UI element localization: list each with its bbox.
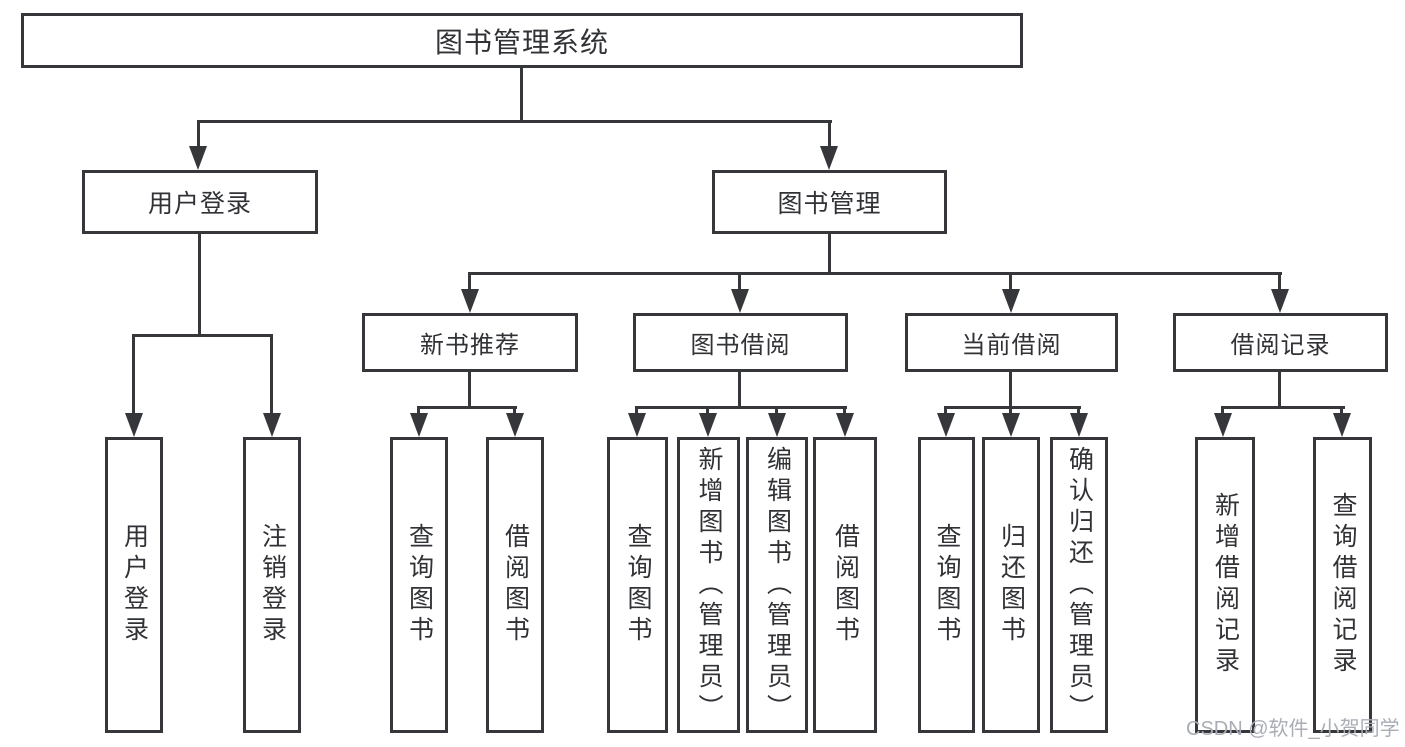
- connector-stem-book-management: [828, 120, 831, 150]
- leaf-user-login: 用户登录: [105, 437, 163, 733]
- leaf-logout: 注销登录: [243, 437, 301, 733]
- connector-leaf-stem: [1340, 406, 1343, 416]
- connector-current-borrow-stem: [1009, 372, 1012, 409]
- connector-leaf-stem: [775, 406, 778, 416]
- arrowhead-down-icon: [1070, 413, 1088, 437]
- node-label: 新增借阅记录: [1211, 492, 1240, 678]
- node-book-management: 图书管理: [712, 170, 947, 234]
- connector-stem-leaf-user-login: [132, 334, 135, 415]
- arrowhead-down-icon: [461, 289, 479, 313]
- connector-stem-borrow-records: [1278, 272, 1281, 291]
- node-label: 新增图书（管理员）: [695, 445, 723, 725]
- arrowhead-down-icon: [1002, 413, 1020, 437]
- connector-stem-current-borrow: [1009, 272, 1012, 291]
- connector-borrow-records-stem: [1278, 372, 1281, 409]
- connector-level2-bus: [197, 120, 832, 123]
- arrowhead-down-icon: [506, 413, 524, 437]
- node-new-book-recommend: 新书推荐: [362, 313, 578, 372]
- arrowhead-down-icon: [125, 413, 143, 437]
- connector-new-book-bus: [417, 406, 517, 409]
- leaf-query-books-borrow: 查询图书: [607, 437, 668, 733]
- connector-leaf-stem: [944, 406, 947, 416]
- leaf-borrow-books-recommend: 借阅图书: [486, 437, 544, 733]
- leaf-borrow-books-borrow: 借阅图书: [813, 437, 877, 733]
- node-label: 归还图书: [997, 523, 1026, 647]
- node-current-borrowing: 当前借阅: [905, 313, 1118, 372]
- leaf-query-books-recommend: 查询图书: [390, 437, 448, 733]
- connector-root-stem: [520, 68, 523, 122]
- connector-stem-leaf-logout: [270, 334, 273, 415]
- leaf-query-books-current: 查询图书: [918, 437, 975, 733]
- leaf-edit-book-admin: 编辑图书（管理员）: [746, 437, 808, 733]
- connector-current-borrow-bus: [944, 406, 1081, 409]
- node-label: 确认归还（管理员）: [1065, 445, 1094, 725]
- connector-book-borrow-bus: [635, 406, 847, 409]
- node-label: 图书管理系统: [434, 26, 609, 58]
- connector-leaf-stem: [417, 406, 420, 416]
- connector-leaf-stem: [513, 406, 516, 416]
- node-label: 借阅记录: [1230, 332, 1331, 359]
- arrowhead-down-icon: [189, 146, 207, 170]
- arrowhead-down-icon: [1002, 289, 1020, 313]
- node-label: 用户登录: [147, 190, 252, 218]
- leaf-add-book-admin: 新增图书（管理员）: [677, 437, 740, 733]
- node-label: 当前借阅: [961, 332, 1062, 359]
- node-label: 借阅图书: [501, 523, 530, 647]
- connector-leaf-stem: [706, 406, 709, 416]
- leaf-confirm-return-admin: 确认归还（管理员）: [1050, 437, 1108, 733]
- csdn-watermark: CSDN @软件_小贺同学: [1186, 718, 1400, 740]
- connector-level3-bus: [468, 272, 1282, 275]
- arrowhead-down-icon: [263, 413, 281, 437]
- node-label: 图书借阅: [690, 332, 791, 359]
- connector-stem-user-login: [197, 120, 200, 150]
- connector-leaf-stem: [843, 406, 846, 416]
- node-user-login-branch: 用户登录: [82, 170, 318, 234]
- connector-leaf-stem: [1009, 406, 1012, 416]
- leaf-return-books: 归还图书: [982, 437, 1040, 733]
- node-label: 查询图书: [624, 523, 652, 647]
- arrowhead-down-icon: [836, 413, 854, 437]
- leaf-query-borrow-record: 查询借阅记录: [1313, 437, 1372, 733]
- connector-book-mgmt-stem: [828, 234, 831, 275]
- node-label: 注销登录: [258, 523, 287, 647]
- connector-stem-new-book: [468, 272, 471, 291]
- leaf-add-borrow-record: 新增借阅记录: [1195, 437, 1255, 733]
- arrowhead-down-icon: [1271, 289, 1289, 313]
- arrowhead-down-icon: [1333, 413, 1351, 437]
- node-borrowing-records: 借阅记录: [1173, 313, 1388, 372]
- arrowhead-down-icon: [699, 413, 717, 437]
- node-label: 用户登录: [120, 523, 149, 647]
- connector-leaf-stem: [635, 406, 638, 416]
- arrowhead-down-icon: [768, 413, 786, 437]
- connector-stem-book-borrow: [738, 272, 741, 291]
- node-label: 图书管理: [777, 190, 882, 218]
- node-label: 查询借阅记录: [1329, 492, 1357, 678]
- arrowhead-down-icon: [820, 146, 838, 170]
- connector-new-book-stem: [468, 372, 471, 409]
- connector-user-login-stem: [198, 234, 201, 337]
- arrowhead-down-icon: [410, 413, 428, 437]
- node-label: 编辑图书（管理员）: [763, 445, 792, 725]
- arrowhead-down-icon: [1214, 413, 1232, 437]
- connector-leaf-stem: [1077, 406, 1080, 416]
- connector-borrow-records-bus: [1221, 406, 1345, 409]
- node-label: 借阅图书: [831, 523, 860, 647]
- arrowhead-down-icon: [731, 289, 749, 313]
- node-label: 新书推荐: [420, 332, 520, 359]
- node-label: 查询图书: [933, 523, 961, 647]
- connector-book-borrow-stem: [738, 372, 741, 409]
- connector-user-login-bus: [132, 334, 273, 337]
- node-book-borrowing: 图书借阅: [633, 313, 848, 372]
- arrowhead-down-icon: [628, 413, 646, 437]
- node-label: 查询图书: [405, 523, 434, 647]
- connector-leaf-stem: [1221, 406, 1224, 416]
- arrowhead-down-icon: [937, 413, 955, 437]
- node-library-management-system: 图书管理系统: [21, 13, 1023, 68]
